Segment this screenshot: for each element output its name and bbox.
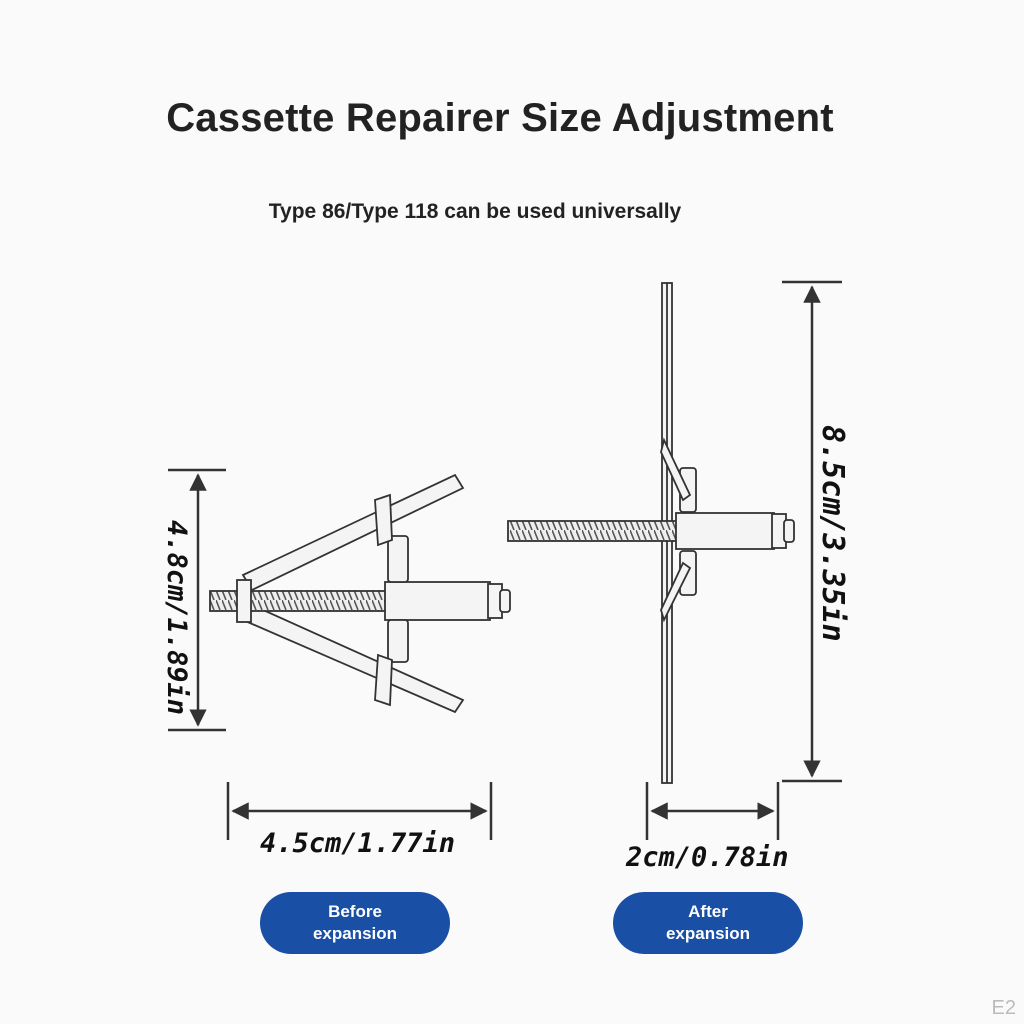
after-upper-clip <box>660 437 692 502</box>
before-anchor-drawing <box>209 473 511 714</box>
before-width-label: 4.5cm/1.77in <box>260 828 455 859</box>
page-title: Cassette Repairer Size Adjustment <box>166 96 834 140</box>
spring-plate-lower <box>387 619 409 663</box>
after-width-label: 2cm/0.78in <box>625 842 789 873</box>
upper-clip <box>374 493 393 547</box>
after-height-dimension <box>782 280 842 783</box>
head-cap <box>499 589 511 613</box>
before-width-dimension <box>226 782 493 840</box>
before-expansion-badge: Before expansion <box>260 892 450 954</box>
after-lower-clip <box>660 561 692 623</box>
before-height-label: 4.8cm/1.89in <box>161 520 192 715</box>
lower-clip <box>374 653 393 707</box>
spring-plate-upper <box>387 535 409 583</box>
page-subtitle: Type 86/Type 118 can be used universally <box>268 200 682 223</box>
anchor-body <box>384 581 491 621</box>
after-threaded-rod <box>507 520 679 542</box>
after-anchor-drawing <box>507 282 795 784</box>
after-anchor-body <box>675 512 775 550</box>
nut <box>236 579 252 623</box>
lower-wing <box>241 603 465 714</box>
after-head-cap <box>783 519 795 543</box>
after-expansion-badge: After expansion <box>613 892 803 954</box>
upper-wing <box>241 473 465 592</box>
watermark: E2 <box>991 997 1016 1019</box>
before-height-dimension <box>168 468 226 732</box>
after-height-label: 8.5cm/3.35in <box>815 425 850 642</box>
after-width-dimension <box>645 782 780 840</box>
